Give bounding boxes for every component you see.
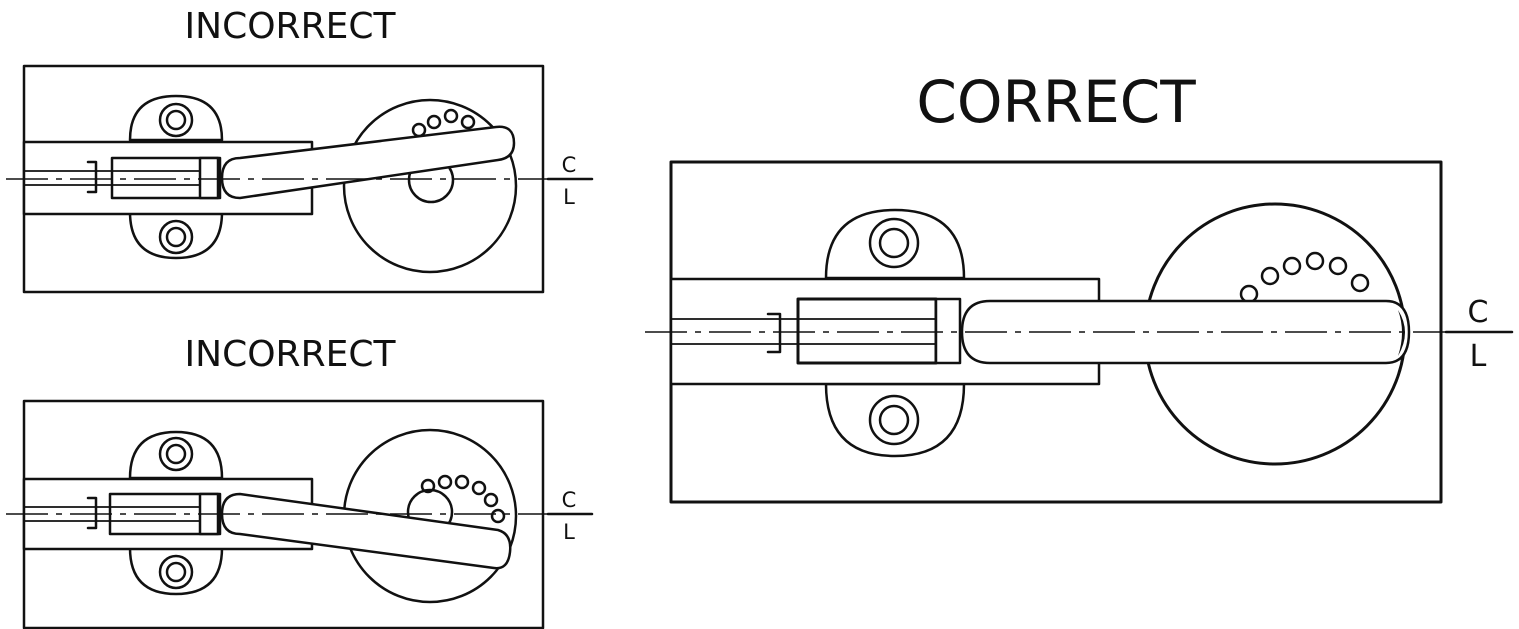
die-holes: [420, 474, 506, 524]
centerline-label-l: L: [563, 185, 575, 209]
panel-title: CORRECT: [916, 68, 1196, 136]
centerline-label-c: C: [1468, 295, 1489, 330]
tube-misaligned: [220, 492, 512, 570]
panel-correct: CORRECT C: [645, 68, 1514, 504]
panel-incorrect-bottom: INCORRECT C: [6, 334, 594, 629]
mounting-ear-top: [824, 208, 966, 280]
tube-end-shadow: [1398, 310, 1405, 356]
panel-title: INCORRECT: [185, 334, 397, 375]
die-holes: [411, 108, 476, 138]
bending-die: [342, 98, 518, 274]
mounting-ear-bottom: [824, 382, 966, 458]
pin-notch: [86, 496, 98, 530]
ram-block: [110, 156, 222, 200]
ram-collar: [934, 297, 962, 365]
ram-collar: [198, 156, 220, 200]
centerline-label-l: L: [1470, 339, 1487, 374]
mounting-ear-bottom: [128, 546, 224, 596]
mounting-ear-top: [128, 94, 224, 142]
centerline-label-l: L: [563, 520, 575, 544]
mounting-ear-bottom: [128, 210, 224, 260]
tube-misaligned: [220, 125, 516, 200]
pin-notch: [86, 160, 98, 194]
centerline-label-c: C: [562, 488, 577, 512]
panel-incorrect-top: INCORRECT: [6, 6, 594, 294]
mounting-ear-top: [128, 430, 224, 480]
panel-title: INCORRECT: [185, 6, 397, 47]
die-holes: [1239, 251, 1370, 304]
pin-notch: [766, 312, 782, 354]
centerline-label-c: C: [562, 153, 577, 177]
